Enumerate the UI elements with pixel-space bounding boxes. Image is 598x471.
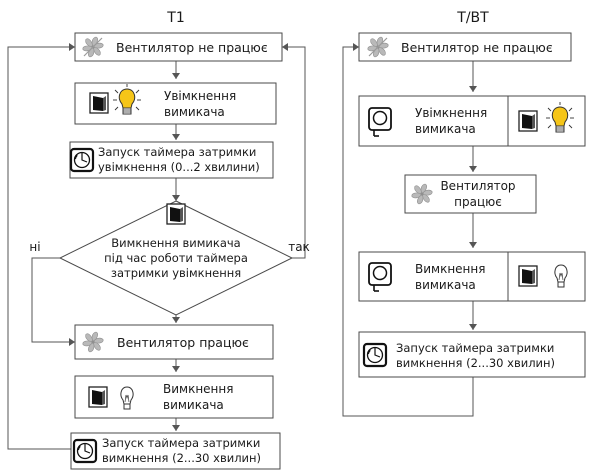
t1-yes-label: так bbox=[288, 240, 310, 254]
t1-arrowheads bbox=[69, 43, 288, 431]
switch-icon bbox=[518, 265, 538, 287]
tbt-switch-off-line2: вимикача bbox=[415, 278, 476, 292]
tbt-step-switch-off: Вимкнення вимикача bbox=[358, 251, 586, 302]
t1-switch-off-line1: Вимкнення bbox=[163, 382, 233, 396]
tbt-arrowheads bbox=[353, 43, 477, 330]
t1-step-timer-off: Запуск таймера затримки вимкнення (2...3… bbox=[70, 432, 281, 470]
t1-step-switch-on: Увімкнення вимикача bbox=[74, 82, 277, 125]
timer-icon bbox=[362, 342, 388, 368]
tbt-fan-on-line1: Вентилятор bbox=[440, 179, 515, 193]
timer-icon bbox=[69, 147, 95, 173]
t1-fan-on-label: Вентилятор працює bbox=[117, 335, 249, 350]
t1-step-timer-on: Запуск таймера затримки увімкнення (0...… bbox=[69, 141, 274, 179]
t1-step-fan-off: Вентилятор не працює bbox=[74, 32, 283, 62]
t1-decision-line1: Вимкнення вимикача bbox=[111, 236, 240, 250]
tbt-timer-off-line1: Запуск таймера затримки bbox=[396, 341, 554, 355]
tbt-title: T/BT bbox=[456, 10, 489, 26]
t1-decision: Вимкнення вимикача під час роботи таймер… bbox=[58, 200, 294, 316]
fan-off-slash bbox=[368, 37, 388, 57]
t1-title: T1 bbox=[166, 10, 184, 26]
tbt-timer-off-line2: вимкнення (2...30 хвилин) bbox=[396, 356, 555, 370]
switch-icon bbox=[89, 92, 109, 114]
t1-no-label: ні bbox=[29, 240, 40, 254]
t1-timer-off-line2: вимкнення (2...30 хвилин) bbox=[102, 451, 261, 465]
t1-connectors bbox=[7, 46, 306, 450]
tbt-step-fan-on: Вентилятор працює bbox=[404, 174, 537, 214]
t1-timer-on-line1: Запуск таймера затримки bbox=[98, 145, 256, 159]
t1-step-switch-off: Вимкнення вимикача bbox=[74, 375, 274, 419]
tbt-step-timer-off: Запуск таймера затримки вимкнення (2...3… bbox=[358, 331, 586, 378]
tbt-fan-off-label: Вентилятор не працює bbox=[401, 40, 553, 55]
tbt-switch-on-line2: вимикача bbox=[415, 122, 476, 136]
tbt-fan-on-line2: працює bbox=[454, 195, 502, 209]
t1-decision-line3: затримки увімкнення bbox=[111, 266, 241, 280]
t1-timer-off-line1: Запуск таймера затримки bbox=[102, 436, 260, 450]
tbt-switch-on-line1: Увімкнення bbox=[415, 106, 487, 120]
t1-step-fan-on: Вентилятор працює bbox=[74, 324, 274, 360]
fan-off-slash bbox=[83, 37, 103, 57]
t1-switch-off-line2: вимикача bbox=[163, 398, 224, 412]
switch-icon bbox=[166, 203, 186, 225]
t1-timer-on-line2: увімкнення (0...2 хвилини) bbox=[98, 160, 260, 174]
tbt-step-switch-on: Увімкнення вимикача bbox=[358, 95, 586, 147]
tbt-switch-off-line1: Вимкнення bbox=[415, 262, 485, 276]
tbt-step-fan-off: Вентилятор не працює bbox=[358, 32, 572, 62]
timer-icon bbox=[72, 438, 98, 464]
t1-decision-line2: під час роботи таймера bbox=[104, 251, 248, 265]
switch-icon bbox=[518, 110, 538, 132]
t1-switch-on-line2: вимикача bbox=[164, 105, 225, 119]
t1-switch-on-line1: Увімкнення bbox=[164, 89, 236, 103]
switch-icon bbox=[88, 386, 108, 408]
t1-fan-off-label: Вентилятор не працює bbox=[116, 40, 268, 55]
